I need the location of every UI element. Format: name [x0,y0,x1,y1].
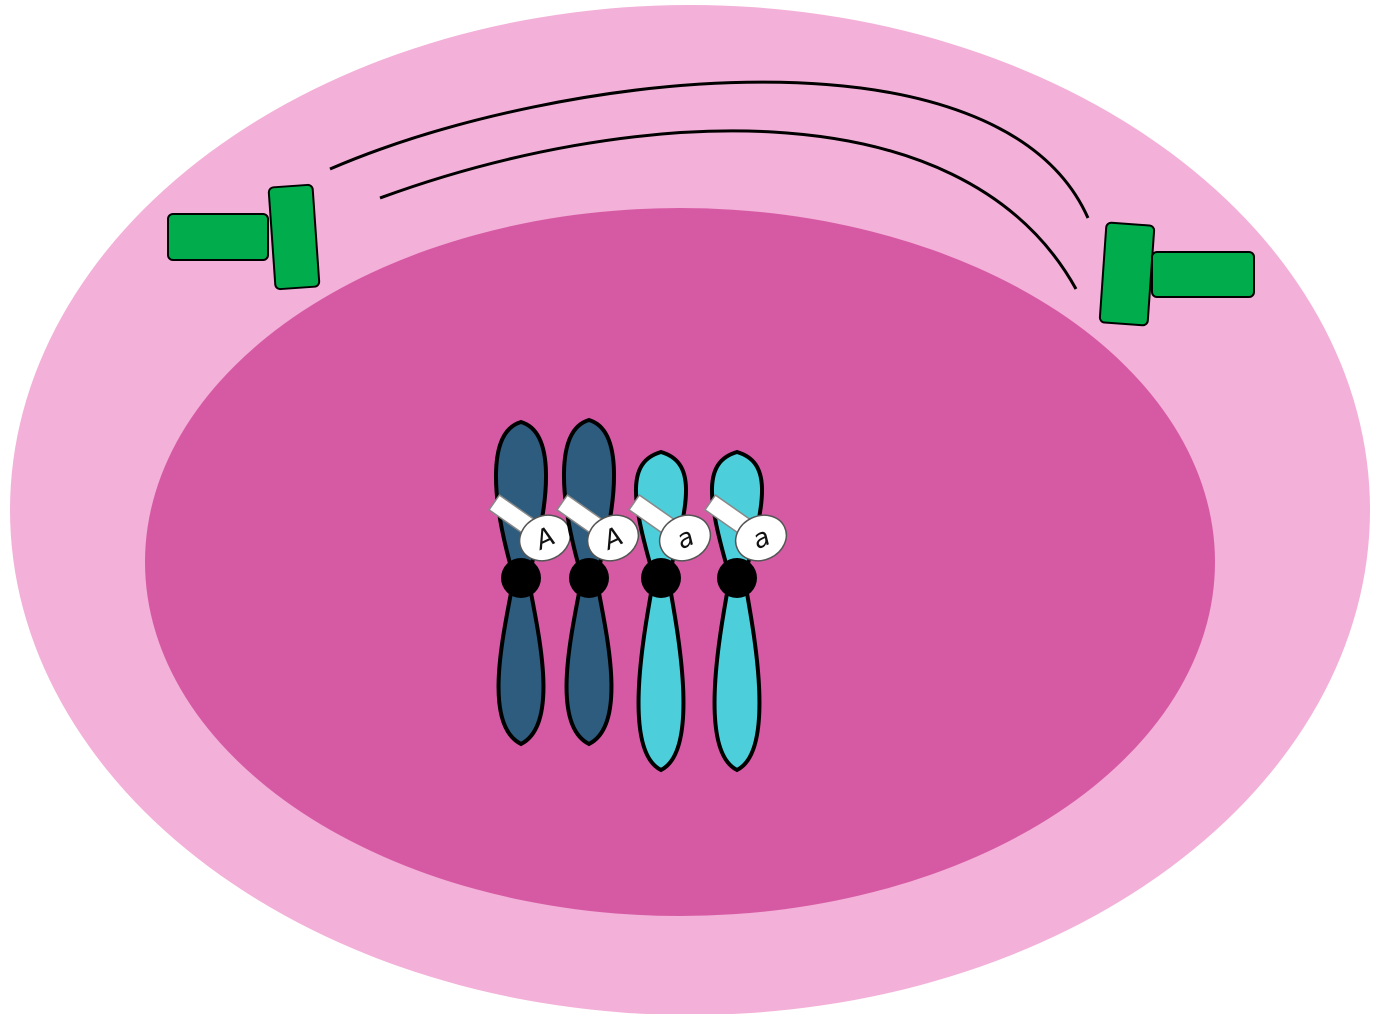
centromere [569,558,609,598]
centromere [641,558,681,598]
cell-nucleus [145,208,1215,916]
centromere [717,558,757,598]
centriole [168,214,268,260]
centriole [1152,252,1254,297]
centromere [501,558,541,598]
centriole [268,185,319,290]
centriole [1100,222,1155,325]
